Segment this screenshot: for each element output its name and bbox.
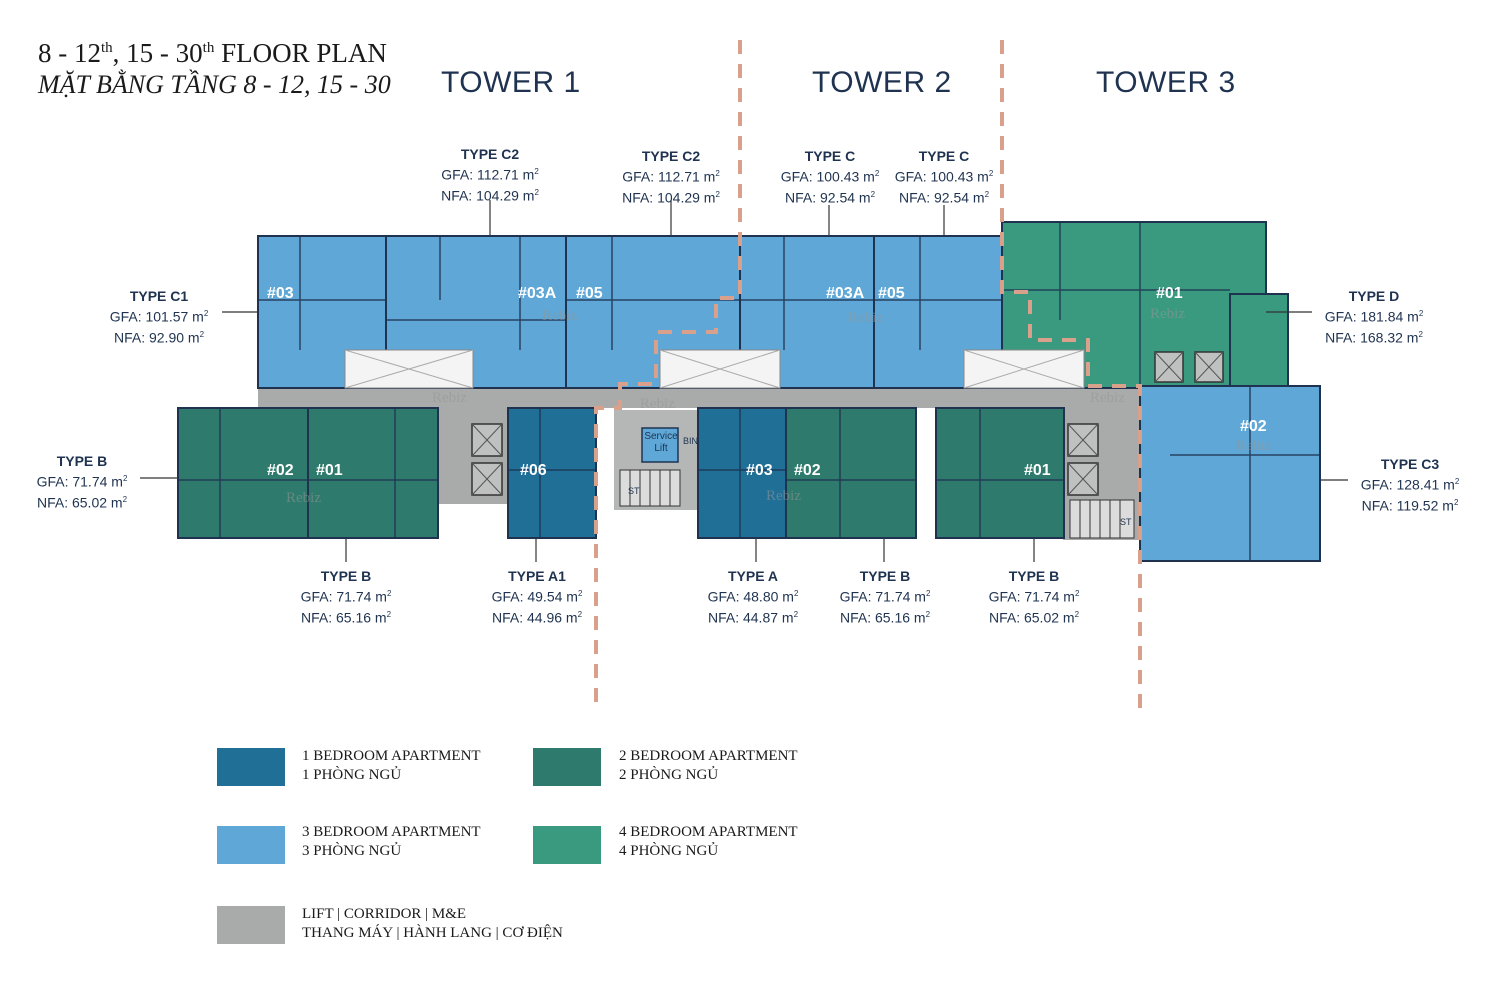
plan-subtitle: MẶT BẰNG TẦNG 8 - 12, 15 - 30	[38, 70, 391, 99]
unit-number: #01	[1156, 285, 1183, 302]
unit-02-t2	[785, 407, 917, 539]
unit-number: #03A	[826, 285, 865, 302]
legend-swatch-4br	[533, 826, 601, 864]
unit-02-t3	[1139, 385, 1321, 562]
unit-type-label: TYPE D GFA: 181.84 m2 NFA: 168.32 m2	[1324, 288, 1424, 346]
unit-01-t1	[307, 407, 439, 539]
tower-3-label: TOWER 3	[1096, 66, 1236, 99]
unit-type-label: TYPE B GFA: 71.74 m2 NFA: 65.16 m2	[300, 568, 392, 626]
tower-2-label: TOWER 2	[812, 66, 952, 99]
unit-type-label: TYPE C1 GFA: 101.57 m2 NFA: 92.90 m2	[109, 288, 209, 346]
unit-type-label: TYPE C3 GFA: 128.41 m2 NFA: 119.52 m2	[1360, 456, 1460, 514]
watermark: Rebiz	[1090, 390, 1125, 406]
unit-number: #02	[794, 462, 821, 479]
unit-06	[507, 407, 597, 539]
tower-1-label: TOWER 1	[441, 66, 581, 99]
watermark: Rebiz	[286, 490, 321, 506]
watermark: Rebiz	[432, 390, 467, 406]
unit-type-label: TYPE A GFA: 48.80 m2 NFA: 44.87 m2	[707, 568, 799, 626]
stair-label: ST	[628, 486, 640, 496]
unit-type-label: TYPE C2 GFA: 112.71 m2 NFA: 104.29 m2	[441, 146, 539, 204]
tower-dividers	[594, 40, 1142, 710]
unit-type-label: TYPE C GFA: 100.43 m2 NFA: 92.54 m2	[894, 148, 994, 206]
unit-type-label: TYPE A1 GFA: 49.54 m2 NFA: 44.96 m2	[491, 568, 583, 626]
unit-number: #03	[746, 462, 773, 479]
watermark: Rebiz	[766, 488, 801, 504]
unit-number: #06	[520, 462, 547, 479]
unit-type-label: TYPE B GFA: 71.74 m2 NFA: 65.16 m2	[839, 568, 931, 626]
unit-number: #02	[267, 462, 294, 479]
unit-number: #01	[1024, 462, 1051, 479]
legend-swatch-1br	[217, 748, 285, 786]
unit-type-label: TYPE B GFA: 71.74 m2 NFA: 65.02 m2	[36, 453, 128, 511]
service-lift-label: Service Lift	[644, 431, 678, 454]
leader-lines	[140, 200, 1348, 562]
stair-middle	[619, 469, 681, 507]
watermark: Rebiz	[1150, 306, 1185, 322]
legend-swatch-3br	[217, 826, 285, 864]
unit-type-label: TYPE B GFA: 71.74 m2 NFA: 65.02 m2	[988, 568, 1080, 626]
unit-type-label: TYPE C GFA: 100.43 m2 NFA: 92.54 m2	[780, 148, 880, 206]
unit-number: #05	[576, 285, 603, 302]
watermark: Rebiz	[640, 396, 675, 412]
unit-number: #03A	[518, 285, 557, 302]
unit-03-t2	[697, 407, 787, 539]
unit-number: #01	[316, 462, 343, 479]
unit-number: #03	[267, 285, 294, 302]
unit-number: #02	[1240, 418, 1267, 435]
corridor	[258, 388, 1140, 408]
watermark: Rebiz	[1236, 438, 1271, 454]
unit-02-t1	[177, 407, 309, 539]
watermark: Rebiz	[542, 308, 577, 324]
stair-label: ST	[1120, 517, 1132, 527]
unit-type-label: TYPE C2 GFA: 112.71 m2 NFA: 104.29 m2	[622, 148, 720, 206]
bin-label: BIN	[683, 436, 699, 446]
unit-01-t3-ext	[1229, 293, 1289, 389]
unit-number: #05	[878, 285, 905, 302]
legend-swatch-corridor	[217, 906, 285, 944]
watermark: Rebiz	[848, 310, 883, 326]
service-lift	[641, 427, 679, 463]
stair-right	[1069, 499, 1135, 539]
void-areas	[344, 349, 1085, 389]
plan-title: 8 - 12th, 15 - 30th FLOOR PLAN	[38, 38, 387, 68]
legend-swatch-2br	[533, 748, 601, 786]
unit-01-t2	[935, 407, 1065, 539]
